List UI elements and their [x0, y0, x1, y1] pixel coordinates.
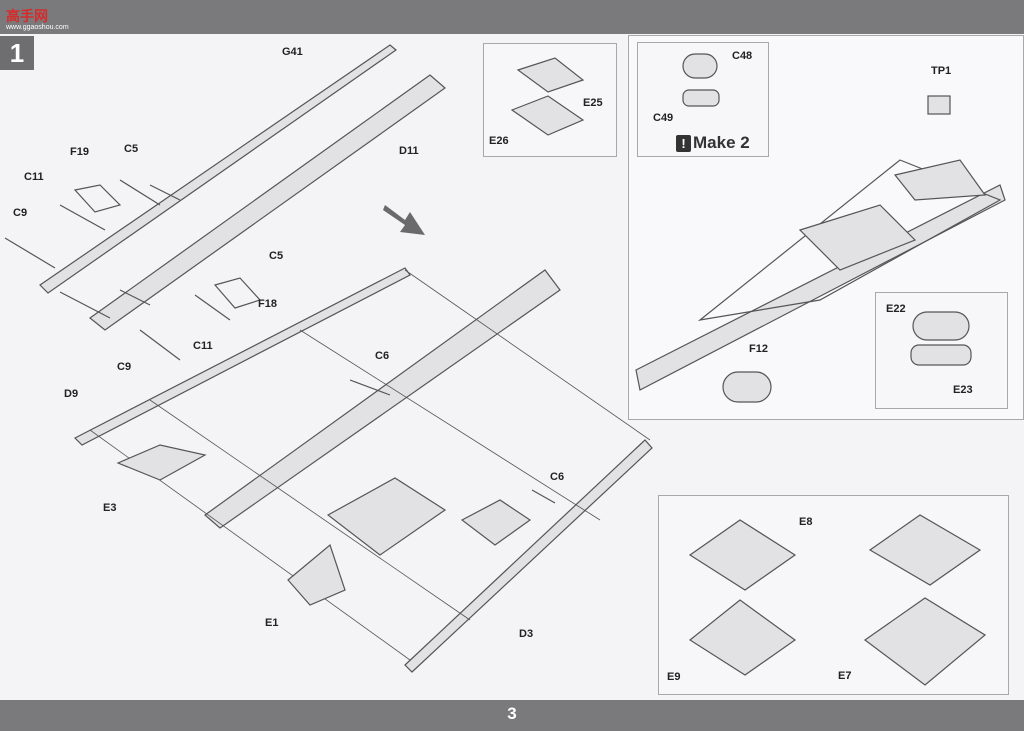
label-f18: F18	[258, 298, 277, 310]
d9-rail	[73, 267, 411, 446]
make-note-text: Make 2	[693, 133, 750, 152]
label-f12: F12	[749, 343, 768, 355]
label-c6-a: C6	[375, 350, 390, 362]
e1-plate	[287, 543, 346, 606]
e8-rack	[688, 519, 797, 591]
label-e3: E3	[103, 502, 117, 514]
c48-tank	[682, 53, 718, 79]
lower-rail	[404, 439, 653, 673]
label-d9: D9	[64, 388, 79, 400]
step2-plate	[893, 159, 987, 201]
label-c9-b: C9	[117, 361, 132, 373]
e9-tray	[688, 599, 797, 676]
label-tp1: TP1	[931, 65, 952, 77]
e22-tank	[912, 311, 970, 341]
f18-frame	[213, 277, 262, 309]
header-bar: 高手网 www.ggaoshou.com	[0, 0, 1024, 34]
label-e7: E7	[838, 670, 852, 682]
step2-rack	[798, 204, 917, 271]
f19-frame	[73, 184, 122, 213]
label-c48: C48	[732, 50, 753, 62]
e3-plate	[116, 444, 207, 481]
e26-tray	[510, 95, 585, 136]
page-number: 3	[507, 704, 517, 723]
label-e23: E23	[953, 384, 973, 396]
rack-assembly	[326, 477, 447, 556]
label-c5-a: C5	[124, 143, 139, 155]
c6-rod	[349, 379, 391, 396]
g41-rail	[39, 44, 397, 294]
label-e8: E8	[799, 516, 813, 528]
e7-plate	[863, 597, 987, 686]
e23-cradle	[910, 344, 972, 366]
label-c11-a: C11	[24, 171, 44, 183]
footer-bar: 3	[0, 700, 1024, 731]
c9-rod-b	[139, 329, 181, 361]
c11-rod-b	[194, 294, 231, 321]
label-c11-b: C11	[193, 340, 213, 352]
d11-barrel	[89, 74, 446, 331]
label-c9-a: C9	[13, 207, 28, 219]
label-e25: E25	[583, 97, 603, 109]
label-e26: E26	[489, 135, 509, 147]
label-d3: D3	[519, 628, 534, 640]
make-2-note: !Make 2	[676, 133, 750, 153]
direction-arrow	[383, 205, 425, 235]
c9-rod	[4, 237, 56, 269]
label-c6-b: C6	[550, 471, 565, 483]
f12-tank	[722, 371, 772, 403]
c5-rod	[119, 179, 161, 206]
label-c5-b: C5	[269, 250, 284, 262]
tp1-part	[927, 95, 951, 115]
logo-text: 高手网	[6, 8, 48, 24]
e25-lid	[516, 57, 585, 93]
warning-icon: !	[676, 135, 691, 152]
label-g41: G41	[282, 46, 303, 58]
e8-rack-b	[868, 514, 982, 586]
c11-rod	[59, 204, 106, 231]
label-c49: C49	[653, 112, 674, 124]
label-e1: E1	[265, 617, 279, 629]
d3-barrel	[204, 269, 561, 529]
label-e22: E22	[886, 303, 906, 315]
label-d11: D11	[399, 145, 419, 157]
box-part	[460, 499, 532, 546]
label-e9: E9	[667, 671, 681, 683]
step-1-badge: 1	[0, 36, 34, 70]
logo-subtext: www.ggaoshou.com	[6, 24, 69, 31]
watermark-logo: 高手网 www.ggaoshou.com	[6, 6, 69, 31]
c6-rod-b	[531, 489, 556, 504]
c49-cradle	[682, 89, 720, 107]
label-f19: F19	[70, 146, 89, 158]
